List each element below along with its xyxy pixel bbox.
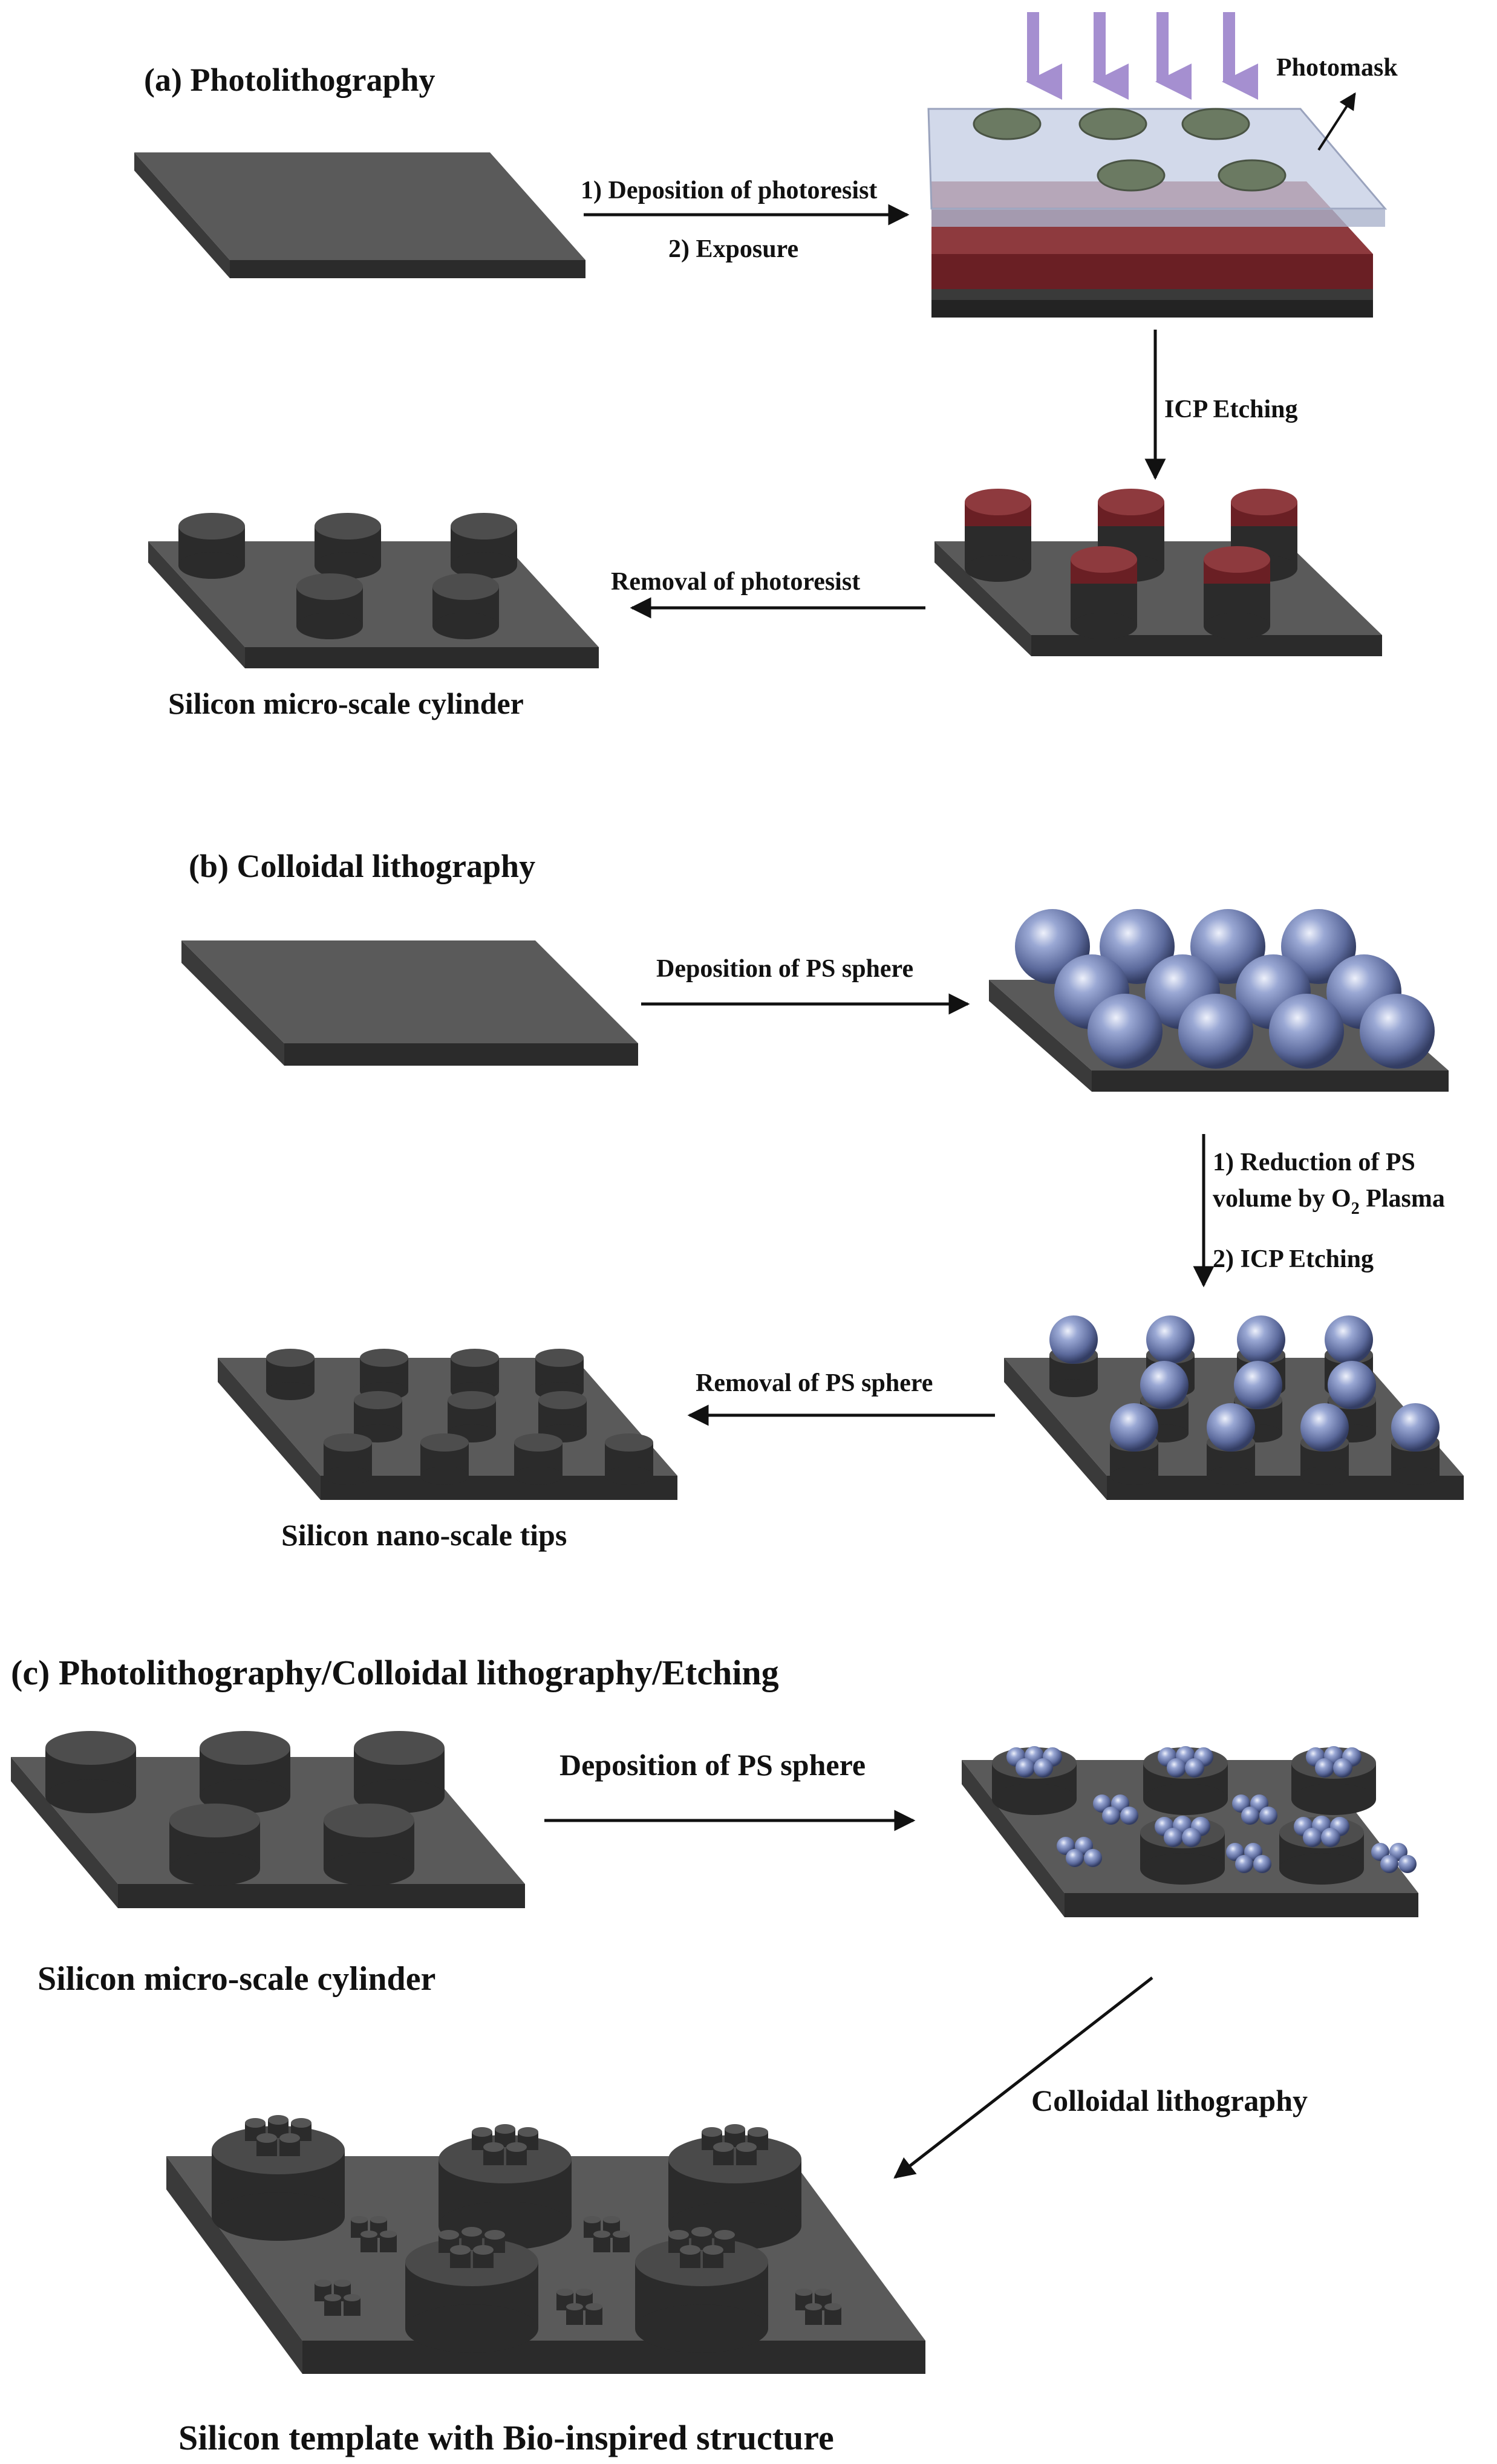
resist-capped-cylinders bbox=[965, 489, 1297, 639]
bare-substrate-b bbox=[181, 940, 638, 1066]
step-colloidal-lithography: Colloidal lithography bbox=[1031, 2084, 1308, 2117]
step-icp-etching-b: 2) ICP Etching bbox=[1213, 1245, 1374, 1273]
photomask-pointer bbox=[1317, 92, 1356, 151]
step-reduction-line2: volume by O2 Plasma bbox=[1213, 1185, 1445, 1218]
step-icp-etching-a: ICP Etching bbox=[1164, 396, 1298, 423]
section-a-title: (a) Photolithography bbox=[144, 62, 435, 98]
step-deposition-ps-b: Deposition of PS sphere bbox=[656, 955, 913, 983]
section-b: (b) Colloidal lithography Deposition of … bbox=[181, 848, 1464, 1552]
step-removal-photoresist: Removal of photoresist bbox=[611, 568, 860, 596]
step-reduction-line1: 1) Reduction of PS bbox=[1213, 1149, 1415, 1176]
section-a: (a) Photolithography 1) Deposition of ph… bbox=[134, 12, 1398, 720]
bare-substrate-a bbox=[134, 152, 585, 278]
ps-spheres-monolayer bbox=[1015, 909, 1435, 1069]
step-deposition-photoresist: 1) Deposition of photoresist bbox=[581, 177, 877, 204]
hierarchical-pillars bbox=[212, 2115, 841, 2353]
photomask-label: Photomask bbox=[1276, 54, 1398, 82]
silicon-nano-tips bbox=[266, 1349, 653, 1485]
silicon-micro-cylinders-c bbox=[45, 1731, 445, 1886]
silicon-micro-cylinders-a bbox=[178, 513, 517, 639]
section-c-title: (c) Photolithography/Colloidal lithograp… bbox=[11, 1653, 779, 1692]
step-exposure: 2) Exposure bbox=[668, 235, 798, 263]
step-removal-ps: Removal of PS sphere bbox=[696, 1369, 933, 1397]
section-c: (c) Photolithography/Colloidal lithograp… bbox=[11, 1653, 1418, 2457]
section-b-title: (b) Colloidal lithography bbox=[189, 848, 535, 884]
caption-silicon-micro-cylinder-c: Silicon micro-scale cylinder bbox=[38, 1960, 435, 1998]
arrow-colloidal-lithography bbox=[893, 1977, 1153, 2179]
caption-silicon-micro-cylinder-a: Silicon micro-scale cylinder bbox=[168, 686, 524, 720]
caption-bio-inspired-template: Silicon template with Bio-inspired struc… bbox=[178, 2418, 834, 2457]
tips-with-reduced-spheres bbox=[1049, 1315, 1440, 1485]
caption-silicon-nano-tips: Silicon nano-scale tips bbox=[281, 1518, 567, 1552]
micro-cylinders-with-ps-spheres bbox=[992, 1746, 1417, 1885]
uv-light-arrows bbox=[1026, 12, 1258, 100]
step-deposition-ps-c: Deposition of PS sphere bbox=[559, 1748, 866, 1782]
photomask-dots bbox=[973, 108, 1287, 192]
